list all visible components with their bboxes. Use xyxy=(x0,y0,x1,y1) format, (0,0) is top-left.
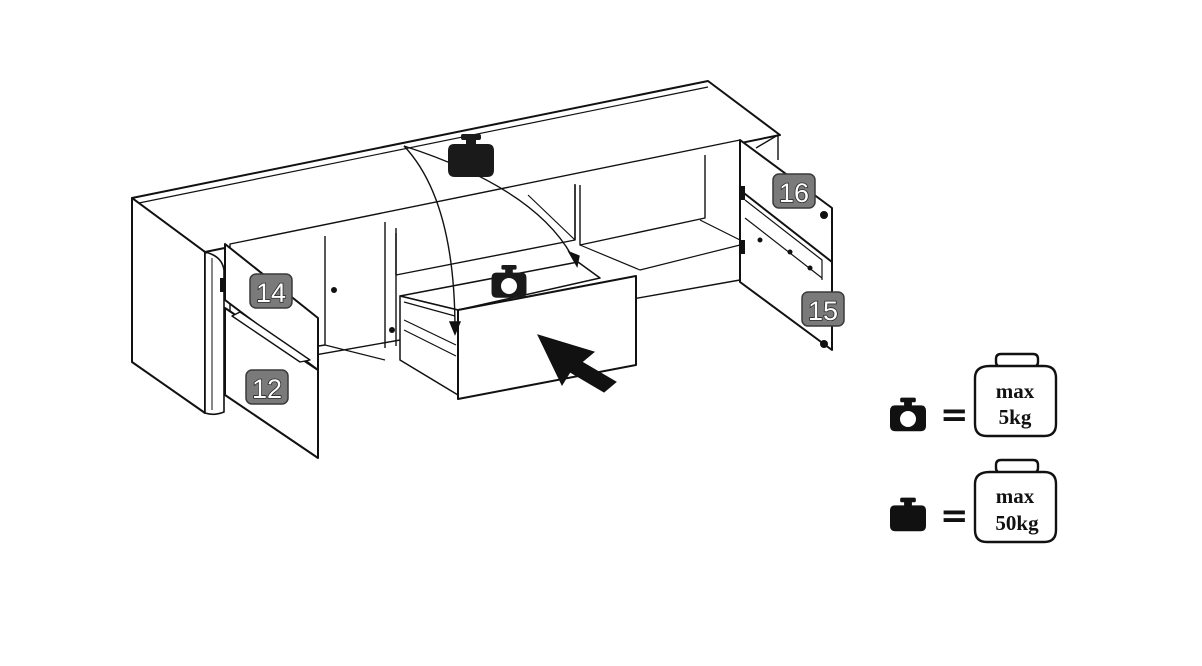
small-weight-icon xyxy=(890,397,926,432)
large-weight-icon xyxy=(890,497,926,532)
legend-large-limit: 50kg xyxy=(995,511,1039,535)
weight-outline-icon xyxy=(973,352,1058,438)
label-16-text: 16 xyxy=(779,178,809,208)
legend-small-limit: 5kg xyxy=(999,405,1032,429)
label-15-text: 15 xyxy=(808,296,838,326)
legend-large-weight: = max 50kg xyxy=(890,458,1058,544)
label-14: 14 xyxy=(249,273,293,309)
push-arrow-icon xyxy=(537,334,617,393)
hinge-dots xyxy=(220,186,828,348)
legend-small-max: max xyxy=(996,379,1035,403)
label-12: 12 xyxy=(245,369,289,405)
tv-cabinet-drawing xyxy=(131,80,833,459)
weight-outline-icon xyxy=(973,458,1058,544)
label-12-text: 12 xyxy=(252,374,282,404)
legend-equals-large: = xyxy=(940,496,969,536)
legend-small-weight: = max 5kg xyxy=(890,352,1058,438)
label-14-text: 14 xyxy=(256,278,286,308)
label-16: 16 xyxy=(772,173,816,209)
small-weight-icon xyxy=(491,265,527,298)
legend-equals-small: = xyxy=(940,395,969,435)
load-arrows xyxy=(403,145,580,336)
legend-large-max: max xyxy=(996,484,1035,508)
label-15: 15 xyxy=(801,291,845,327)
